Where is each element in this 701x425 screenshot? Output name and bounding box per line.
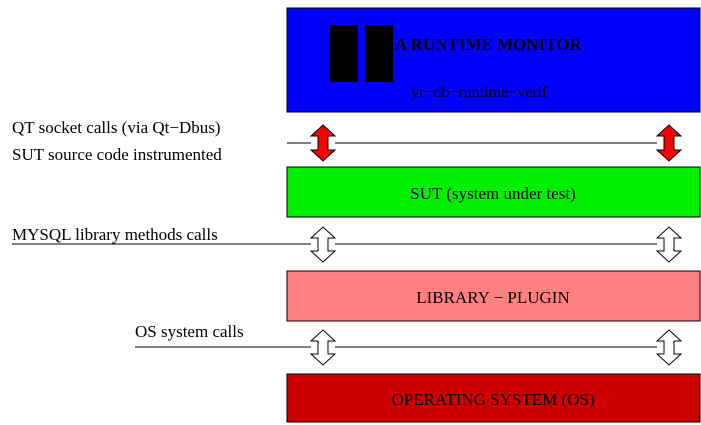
os-calls-label: OS system calls: [135, 322, 244, 341]
library-layer-label: LIBRARY − PLUGIN: [416, 288, 569, 307]
library-os-left-double-arrow: [309, 329, 337, 366]
sut-instrumented-label: SUT source code instrumented: [12, 145, 222, 164]
sut-library-left-double-arrow: [309, 226, 337, 263]
monitor-subtitle: yr−db−runtime−verif: [411, 84, 548, 101]
monitor-sut-left-double-arrow: [309, 124, 337, 162]
monitor-sut-right-double-arrow: [655, 124, 683, 162]
pause-icon-right-bar: [365, 25, 393, 82]
library-os-right-double-arrow: [655, 329, 683, 366]
sut-library-right-double-arrow: [655, 226, 683, 263]
sut-layer-box: [286, 166, 701, 218]
os-layer-box: [286, 373, 701, 423]
mysql-calls-label: MYSQL library methods calls: [12, 225, 218, 244]
os-layer-label: OPERATING SYSTEM (OS): [391, 390, 594, 409]
library-layer-box: [286, 270, 701, 322]
sut-layer-label: SUT (system under test): [410, 184, 575, 203]
monitor-title: A RUNTIME MONITOR: [395, 35, 582, 54]
qt-socket-calls-label: QT socket calls (via Qt−Dbus): [12, 118, 221, 137]
pause-icon-left-bar: [330, 25, 358, 82]
